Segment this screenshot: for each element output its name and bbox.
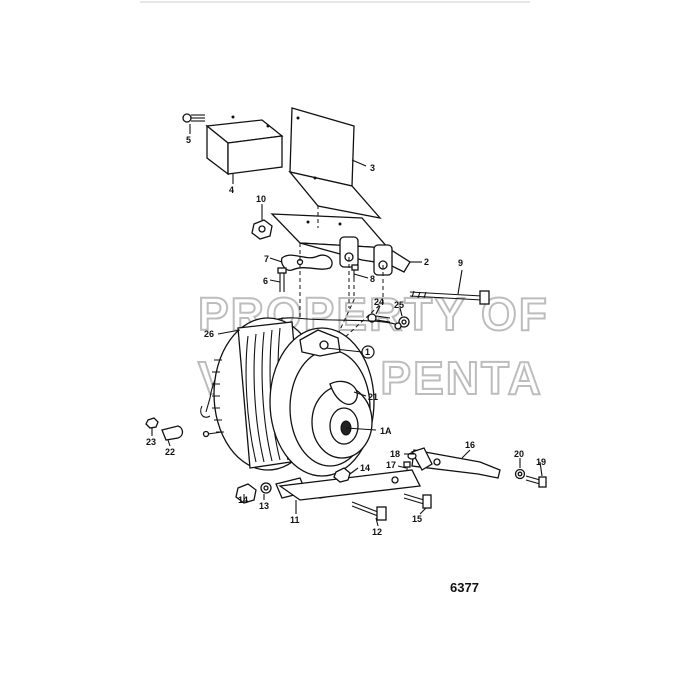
callout-16: 16	[465, 440, 475, 450]
callout-10: 10	[256, 194, 266, 204]
callout-21: 21	[368, 392, 378, 402]
callout-14-upper: 14	[360, 463, 370, 473]
callout-19: 19	[536, 457, 546, 467]
part-bolt-6	[277, 267, 287, 292]
part-bolt-12	[351, 501, 387, 521]
callout-18: 18	[390, 449, 400, 459]
callout-3: 3	[370, 163, 375, 173]
part-nut-14-lower	[235, 483, 257, 504]
part-alternator-1	[202, 317, 375, 499]
part-washer-20	[514, 468, 526, 480]
part-nut-14-upper	[333, 467, 351, 483]
part-washer-25	[398, 316, 410, 328]
part-bolt-15	[403, 493, 432, 509]
callout-1: 1	[365, 347, 370, 357]
callout-13: 13	[259, 501, 269, 511]
part-cover-4	[205, 115, 284, 176]
part-tension-arm-16	[411, 447, 501, 479]
part-clamp-22	[161, 425, 184, 441]
part-washer-13	[260, 482, 272, 494]
callout-22: 22	[165, 447, 175, 457]
part-screw-24	[367, 313, 391, 323]
callout-15: 15	[412, 514, 422, 524]
callout-26: 26	[204, 329, 214, 339]
callout-5: 5	[186, 135, 191, 145]
callout-1a: 1A	[380, 426, 392, 436]
part-support-11	[278, 469, 421, 501]
part-nut-23	[145, 417, 159, 429]
part-long-bolt-9	[409, 290, 490, 305]
part-bolt-8	[351, 264, 359, 278]
leader-lines	[151, 124, 543, 527]
callout-14-lower: 14	[238, 495, 248, 505]
part-bracket-2	[270, 213, 411, 276]
part-screw-5	[182, 113, 205, 123]
callout-8: 8	[370, 274, 375, 284]
callout-23: 23	[146, 437, 156, 447]
part-plate-3	[288, 107, 382, 219]
callout-20: 20	[514, 449, 524, 459]
callout-2: 2	[424, 257, 429, 267]
part-nut-10	[251, 219, 273, 240]
part-clip-7	[280, 254, 333, 271]
callout-17: 17	[386, 460, 396, 470]
callout-24: 24	[374, 297, 384, 307]
figure-number: 6377	[450, 580, 479, 595]
callout-4: 4	[229, 185, 234, 195]
callout-1-circle	[361, 345, 375, 359]
callout-25: 25	[394, 300, 404, 310]
callout-12: 12	[372, 527, 382, 537]
callout-9: 9	[458, 258, 463, 268]
callout-labels: 1 1A 2 3 4 5 6 7 8 9 10 11 12 13 14 14 1…	[146, 135, 546, 537]
callout-11: 11	[290, 515, 300, 525]
callout-6: 6	[263, 276, 268, 286]
part-bolt-19	[525, 475, 547, 488]
callout-7: 7	[264, 254, 269, 264]
part-fan-21	[329, 380, 358, 405]
